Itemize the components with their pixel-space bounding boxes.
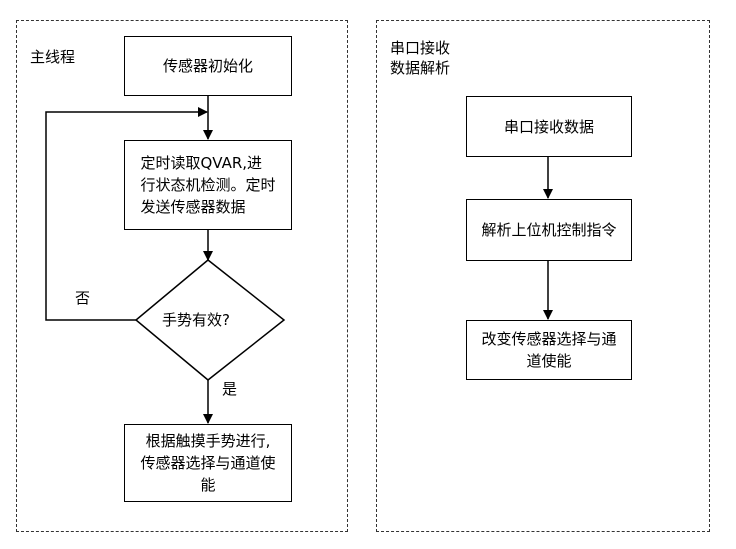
serial-panel-title: 串口接收 数据解析 bbox=[390, 39, 451, 77]
node-change-sensor-label: 改变传感器选择与通 道使能 bbox=[481, 330, 617, 370]
decision-diamond bbox=[134, 259, 286, 381]
node-serial-receive-label: 串口接收数据 bbox=[503, 117, 594, 136]
node-gesture-action: 根据触摸手势进行, 传感器选择与通道使 能 bbox=[124, 424, 292, 502]
edge-label-yes: 是 bbox=[222, 380, 238, 398]
node-read-qvar: 定时读取QVAR,进 行状态机检测。定时 发送传感器数据 bbox=[124, 140, 292, 230]
node-parse-command-label: 解析上位机控制指令 bbox=[481, 221, 617, 239]
node-gesture-action-label: 根据触摸手势进行, 传感器选择与通道使 能 bbox=[140, 432, 276, 494]
edge-no-loop bbox=[45, 107, 208, 321]
node-sensor-init-label: 传感器初始化 bbox=[162, 57, 253, 75]
node-parse-command: 解析上位机控制指令 bbox=[466, 199, 632, 261]
node-change-sensor: 改变传感器选择与通 道使能 bbox=[466, 320, 632, 380]
main-thread-panel bbox=[16, 20, 348, 532]
main-thread-title: 主线程 bbox=[30, 48, 76, 66]
node-sensor-init: 传感器初始化 bbox=[124, 36, 292, 96]
node-serial-receive: 串口接收数据 bbox=[466, 96, 632, 157]
serial-panel bbox=[376, 20, 710, 532]
edge-label-no: 否 bbox=[75, 289, 91, 307]
node-read-qvar-label: 定时读取QVAR,进 行状态机检测。定时 发送传感器数据 bbox=[140, 154, 276, 216]
decision-label: 手势有效? bbox=[162, 311, 230, 329]
